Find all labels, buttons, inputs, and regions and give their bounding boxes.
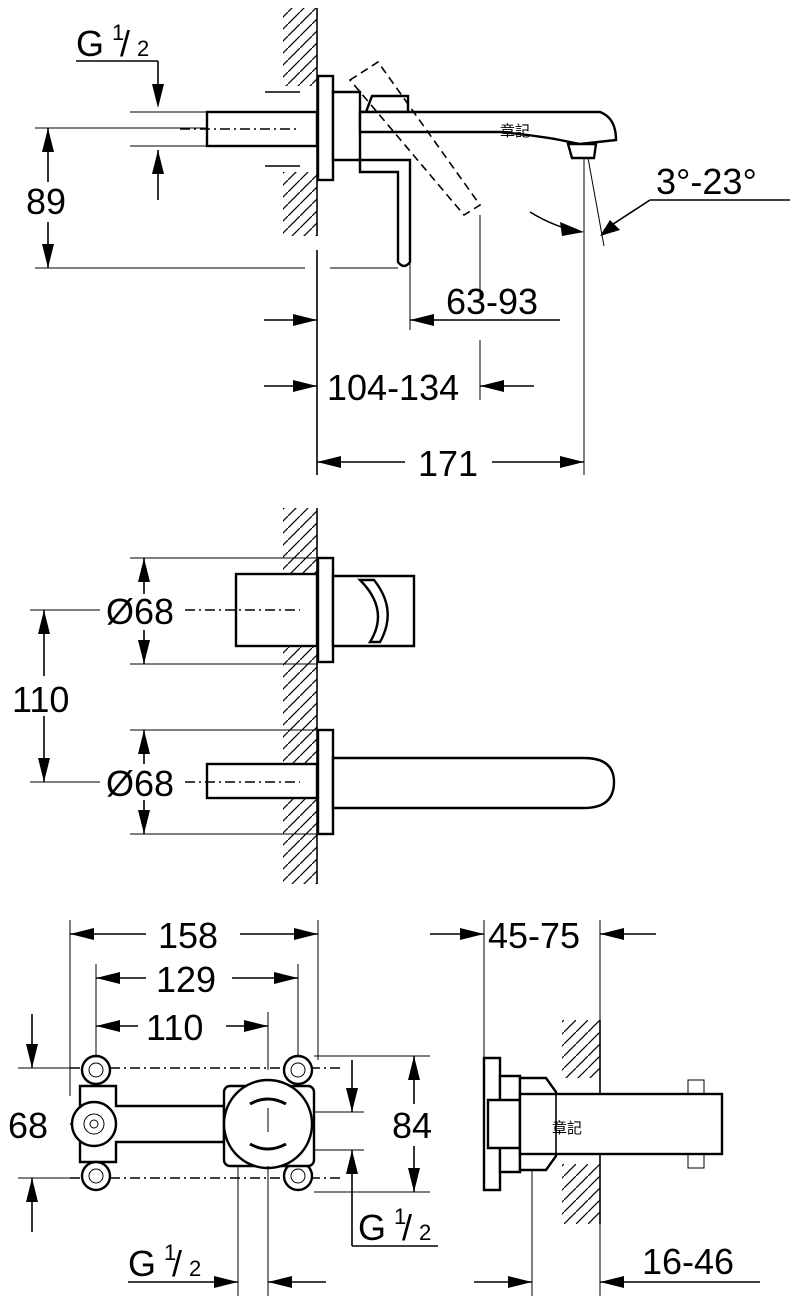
section-view: 45-75 章記 16-46 xyxy=(430,915,760,1296)
spacing-110-label: 110 xyxy=(12,679,69,720)
screw-bosses xyxy=(70,1054,314,1192)
lower-stub xyxy=(205,762,319,800)
dia-lower-label: Ø68 xyxy=(106,763,174,804)
svg-text:2: 2 xyxy=(419,1220,431,1245)
thread-sub: 2 xyxy=(137,36,149,61)
dim-158-label: 158 xyxy=(158,915,218,956)
stamp-mark-side: 章記 xyxy=(500,122,530,140)
dim-84-label: 84 xyxy=(392,1105,432,1146)
lever xyxy=(358,158,412,268)
thread-sup: 1 xyxy=(112,20,124,45)
angle-label: 3°-23° xyxy=(656,161,757,202)
thread-label-right: G 1 / 2 xyxy=(358,1204,431,1248)
spout-top xyxy=(331,756,616,810)
thread-g: G xyxy=(76,23,104,64)
wall-hatch-section-upper xyxy=(562,1020,600,1078)
wall-hatch-lower xyxy=(283,172,317,236)
stamp-mark-section: 章記 xyxy=(552,1119,582,1137)
dim-45-75-label: 45-75 xyxy=(488,915,580,956)
thread-label-top: G 1 / 2 xyxy=(76,20,149,64)
dim-16-46-label: 16-46 xyxy=(642,1241,734,1282)
dim-110-label: 110 xyxy=(146,1007,203,1048)
svg-text:2: 2 xyxy=(189,1256,201,1281)
inlet-fitting xyxy=(70,1100,118,1148)
faucet-body xyxy=(331,90,362,162)
spout xyxy=(360,94,410,114)
thread-label-bottom: G 1 / 2 xyxy=(128,1240,201,1284)
wall-hatch-upper xyxy=(283,8,317,86)
svg-text:/: / xyxy=(120,23,130,64)
dim-171-label: 171 xyxy=(418,443,478,484)
upper-escutcheon xyxy=(316,556,335,664)
dia-upper-label: Ø68 xyxy=(106,591,174,632)
dim-68-label: 68 xyxy=(8,1105,48,1146)
dim-104-134-label: 104-134 xyxy=(327,367,459,408)
svg-text:G: G xyxy=(128,1243,156,1284)
wall-hatch-mid xyxy=(283,508,317,884)
svg-text:1: 1 xyxy=(164,1240,176,1265)
svg-text:1: 1 xyxy=(394,1204,406,1229)
lever-rotation-dashed xyxy=(348,60,482,217)
escutcheon-plate xyxy=(316,74,335,182)
side-view: G 1 / 2 89 63-93 104-1 xyxy=(20,8,790,484)
lever-top xyxy=(331,574,416,648)
svg-text:G: G xyxy=(358,1207,386,1248)
svg-text:/: / xyxy=(172,1243,182,1284)
height-89-label: 89 xyxy=(26,181,66,222)
dim-63-93-label: 63-93 xyxy=(446,281,538,322)
front-view: 158 129 110 68 xyxy=(8,915,438,1296)
svg-text:/: / xyxy=(402,1207,412,1248)
wall-hatch-section-lower xyxy=(562,1164,600,1224)
extension-sleeve xyxy=(518,1092,724,1156)
dim-129-label: 129 xyxy=(156,959,216,1000)
lower-escutcheon xyxy=(316,728,335,836)
top-view: Ø68 110 Ø68 xyxy=(12,508,616,884)
